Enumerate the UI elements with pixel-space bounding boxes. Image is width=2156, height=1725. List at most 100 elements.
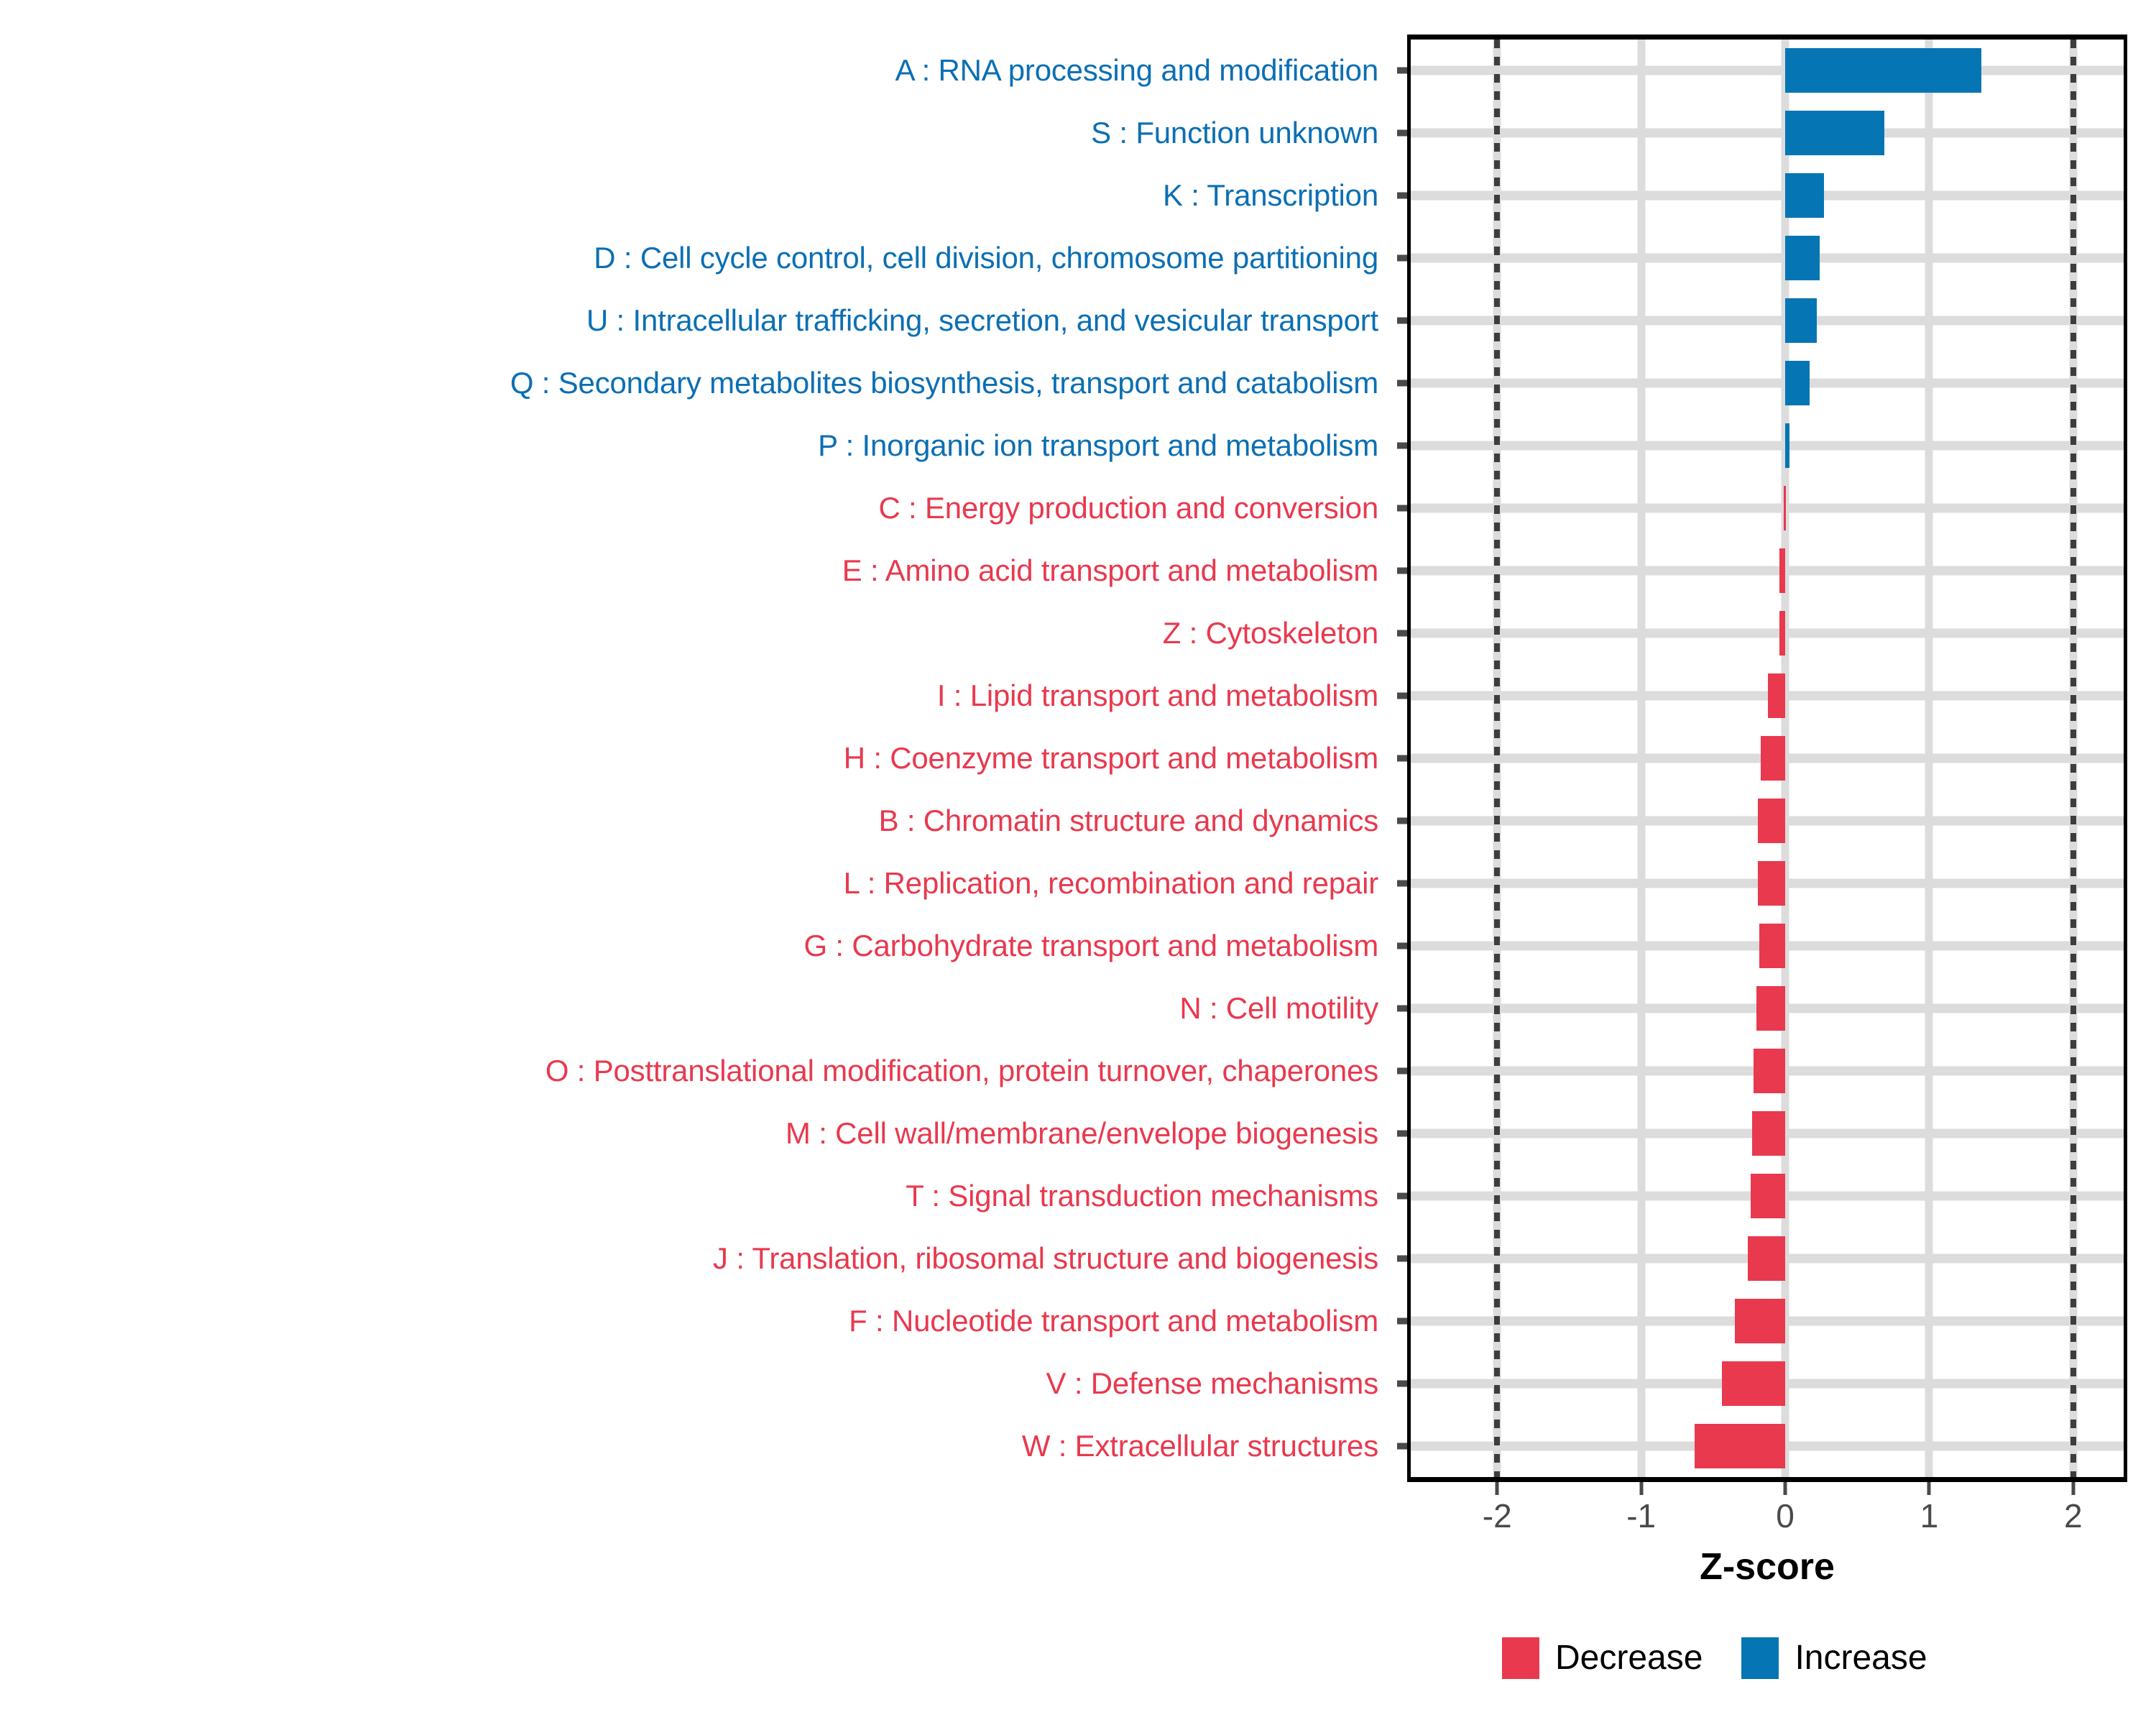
bar <box>1734 1298 1786 1343</box>
y-axis-tick <box>1397 192 1407 199</box>
gridline-horizontal <box>1411 253 2124 263</box>
bar <box>1721 1361 1786 1406</box>
y-axis-tick <box>1397 1255 1407 1262</box>
y-axis-tick <box>1397 755 1407 762</box>
y-axis-tick <box>1397 1443 1407 1450</box>
category-label: J : Translation, ribosomal structure and… <box>713 1241 1378 1275</box>
category-label: Q : Secondary metabolites biosynthesis, … <box>510 366 1378 400</box>
bar <box>1785 298 1818 344</box>
bar <box>1694 1423 1786 1468</box>
legend-swatch-decrease <box>1502 1637 1539 1679</box>
y-axis-tick <box>1397 942 1407 949</box>
category-label: F : Nucleotide transport and metabolism <box>849 1303 1378 1338</box>
bar <box>1760 736 1786 781</box>
bar <box>1785 111 1885 156</box>
x-axis-tick <box>1783 1482 1787 1495</box>
x-axis-tick <box>1639 1482 1644 1495</box>
gridline-horizontal <box>1411 128 2124 138</box>
bar <box>1785 236 1820 281</box>
bar <box>1785 423 1790 469</box>
bar <box>1747 1236 1786 1281</box>
bar <box>1779 611 1786 656</box>
legend-label: Decrease <box>1555 1639 1703 1677</box>
legend-entry-increase: Increase <box>1741 1637 1927 1679</box>
gridline-horizontal <box>1411 503 2124 513</box>
bar <box>1779 548 1786 594</box>
bar <box>1785 48 1981 93</box>
bar <box>1784 486 1787 531</box>
category-label: W : Extracellular structures <box>1021 1428 1378 1463</box>
threshold-line <box>1494 40 1501 1477</box>
category-label: H : Coenzyme transport and metabolism <box>843 741 1378 775</box>
gridline-horizontal <box>1411 566 2124 576</box>
plot-inner <box>1411 40 2124 1477</box>
y-axis-tick <box>1397 442 1407 449</box>
x-axis-tick <box>1927 1482 1931 1495</box>
category-label: N : Cell motility <box>1179 990 1378 1025</box>
bar <box>1753 1048 1786 1093</box>
x-axis-tick <box>2071 1482 2076 1495</box>
category-label: U : Intracellular trafficking, secretion… <box>586 303 1378 338</box>
bar <box>1756 985 1786 1031</box>
category-label: V : Defense mechanisms <box>1046 1366 1379 1400</box>
y-axis-tick <box>1397 567 1407 574</box>
x-axis: -2 -1 0 1 2 <box>1407 1482 2127 1568</box>
y-axis-tick <box>1397 317 1407 324</box>
y-axis-tick <box>1397 817 1407 824</box>
gridline-horizontal <box>1411 378 2124 388</box>
chart-legend: Decrease Increase <box>1502 1637 1927 1679</box>
bar <box>1757 860 1786 906</box>
x-axis-title: Z-score <box>1700 1546 1835 1588</box>
x-axis-tick-label: 2 <box>2064 1497 2083 1535</box>
bar <box>1751 1110 1786 1156</box>
gridline-horizontal <box>1411 441 2124 451</box>
category-label: B : Chromatin structure and dynamics <box>878 803 1379 837</box>
y-axis-tick <box>1397 129 1407 137</box>
y-axis-tick <box>1397 254 1407 262</box>
category-label: P : Inorganic ion transport and metaboli… <box>818 428 1378 463</box>
y-axis-tick <box>1397 880 1407 887</box>
y-axis-tick <box>1397 630 1407 637</box>
y-axis-tick <box>1397 1130 1407 1137</box>
category-label: G : Carbohydrate transport and metabolis… <box>803 928 1378 962</box>
category-label: Z : Cytoskeleton <box>1162 616 1378 650</box>
x-axis-tick-label: -2 <box>1482 1497 1512 1535</box>
y-axis-tick <box>1397 1067 1407 1075</box>
bar <box>1759 923 1786 968</box>
y-axis-tick <box>1397 380 1407 387</box>
gridline-horizontal <box>1411 65 2124 75</box>
legend-entry-decrease: Decrease <box>1502 1637 1703 1679</box>
gridline-horizontal <box>1411 691 2124 701</box>
bar <box>1768 673 1786 719</box>
gridline-horizontal <box>1411 190 2124 201</box>
y-axis-tick <box>1397 1192 1407 1200</box>
x-axis-tick-label: 1 <box>1920 1497 1939 1535</box>
legend-swatch-increase <box>1741 1637 1779 1679</box>
y-axis-tick <box>1397 1317 1407 1325</box>
category-label: E : Amino acid transport and metabolism <box>842 553 1378 588</box>
category-label: D : Cell cycle control, cell division, c… <box>594 241 1378 275</box>
y-axis-tick <box>1397 1380 1407 1387</box>
x-axis-tick-label: 0 <box>1776 1497 1795 1535</box>
bar <box>1785 361 1810 406</box>
threshold-line <box>2070 40 2076 1477</box>
x-axis-tick-label: -1 <box>1626 1497 1657 1535</box>
gridline-horizontal <box>1411 316 2124 326</box>
y-axis-tick <box>1397 1005 1407 1012</box>
bar <box>1757 798 1786 843</box>
category-label: I : Lipid transport and metabolism <box>936 678 1378 713</box>
x-axis-tick <box>1495 1482 1499 1495</box>
y-axis-tick <box>1397 692 1407 699</box>
y-axis-tick <box>1397 67 1407 74</box>
category-label: A : RNA processing and modification <box>895 53 1379 88</box>
y-axis-tick <box>1397 505 1407 512</box>
category-label: C : Energy production and conversion <box>878 491 1378 525</box>
gridline-horizontal <box>1411 628 2124 638</box>
plot-panel <box>1407 34 2127 1482</box>
category-label: L : Replication, recombination and repai… <box>843 865 1379 900</box>
category-label: M : Cell wall/membrane/envelope biogenes… <box>785 1116 1378 1150</box>
category-label: O : Posttranslational modification, prot… <box>545 1053 1378 1087</box>
bar <box>1785 173 1825 218</box>
